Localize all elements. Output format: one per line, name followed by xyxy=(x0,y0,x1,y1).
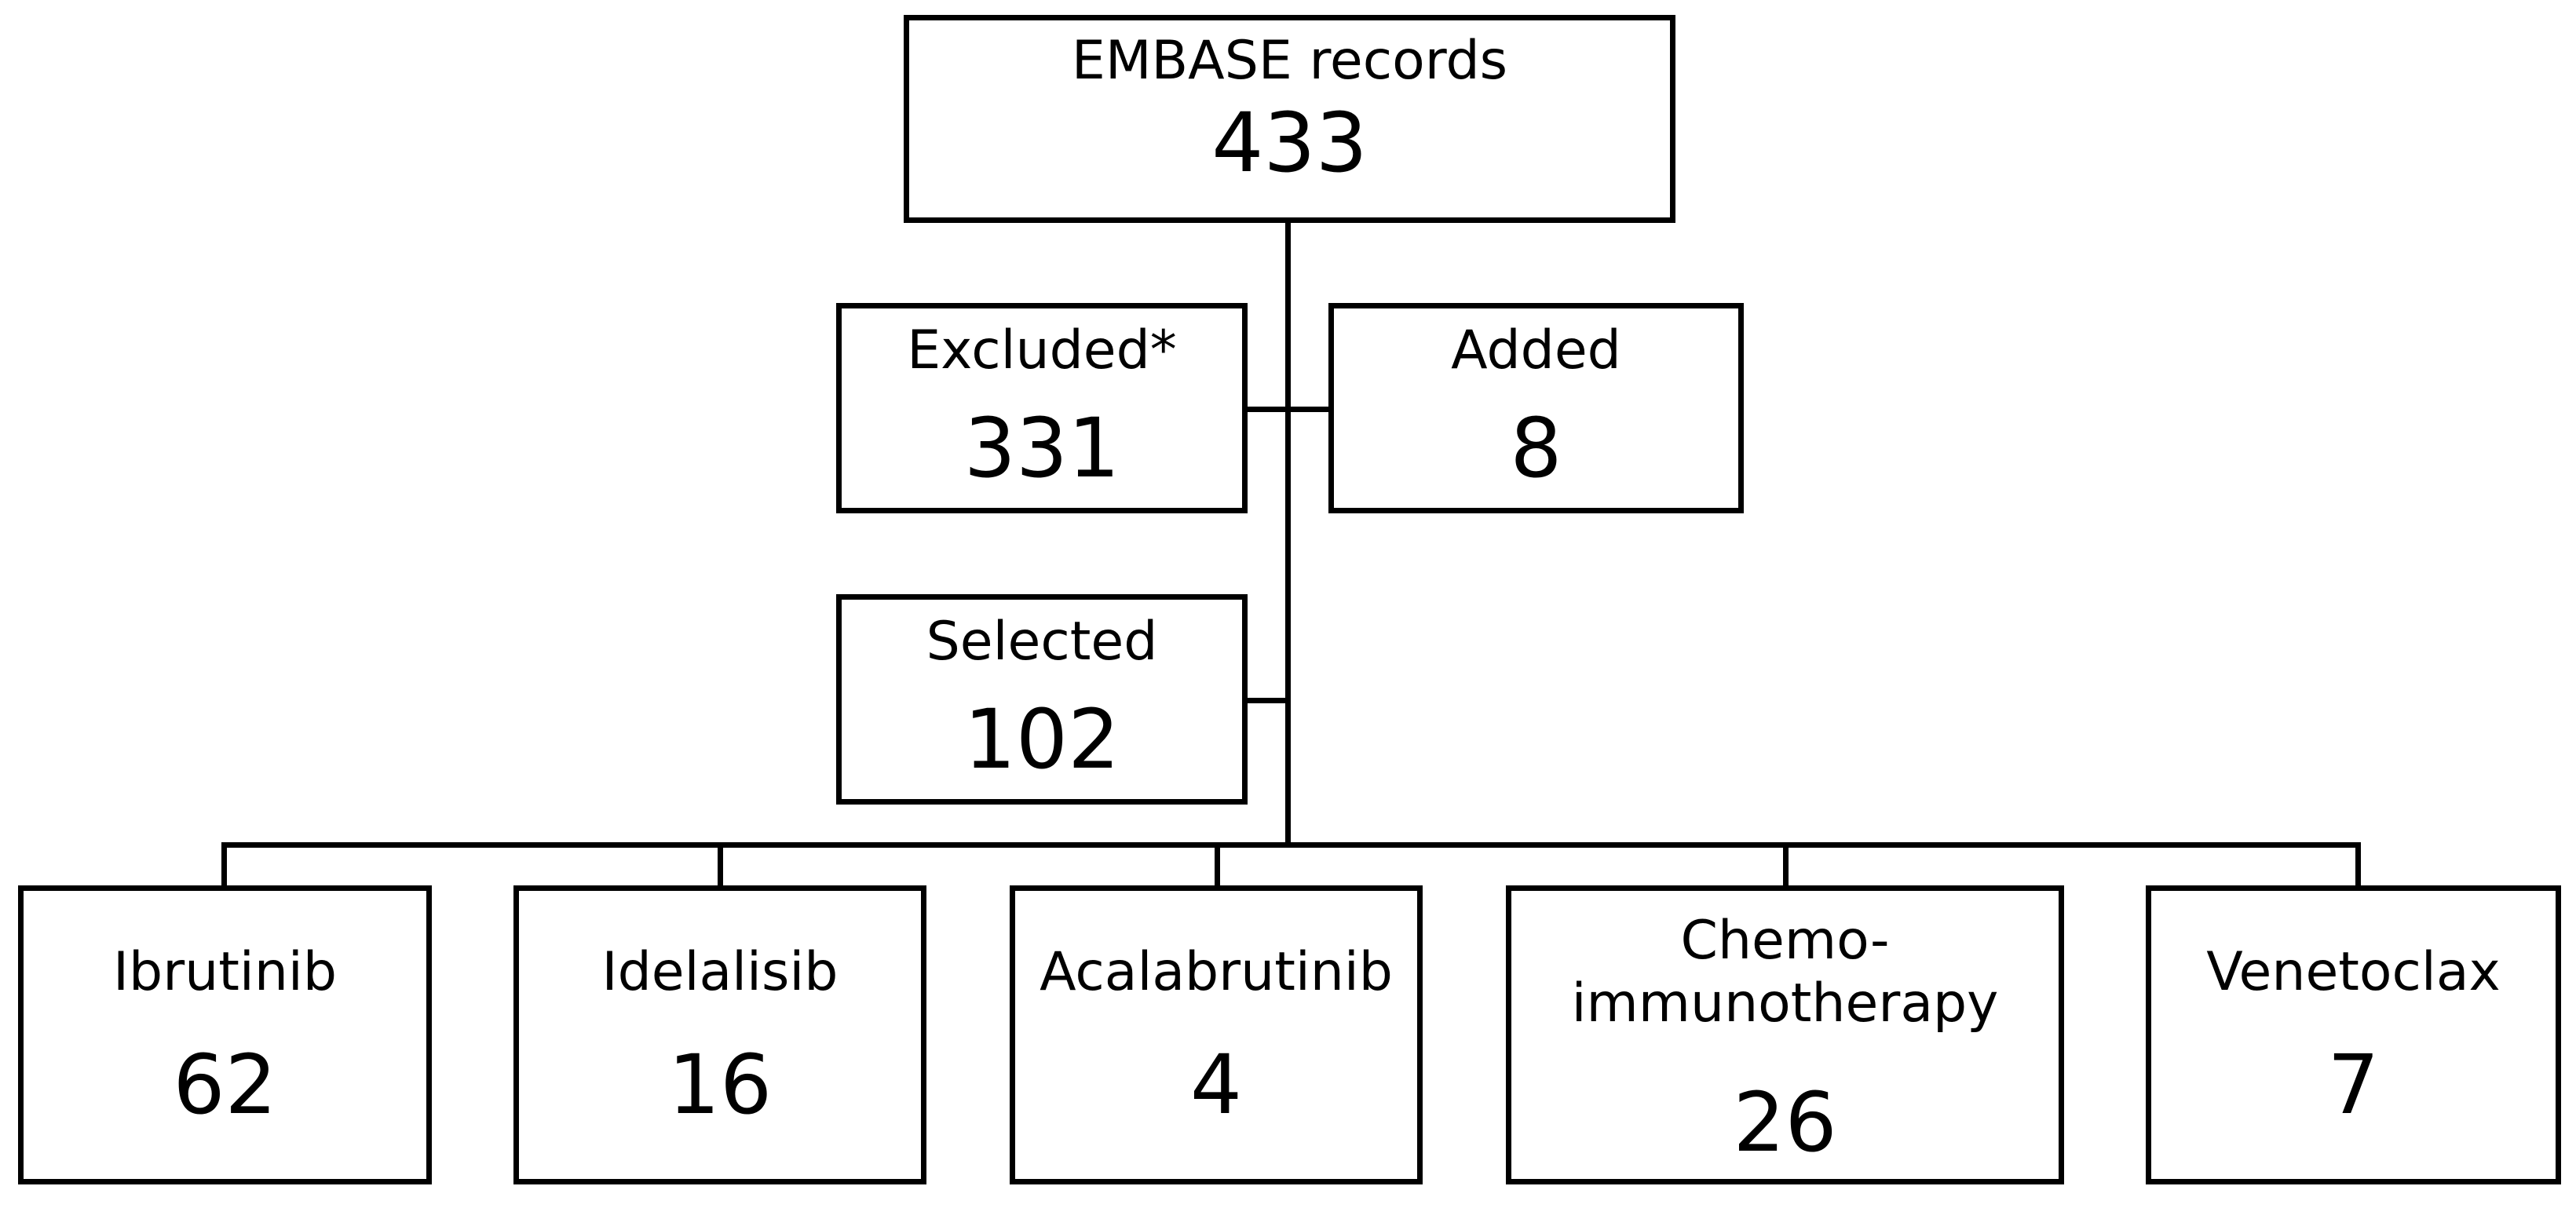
added-label: Added xyxy=(1451,319,1621,381)
branch-idelalisib xyxy=(718,842,723,889)
trunk-line xyxy=(1285,221,1291,845)
excluded-label: Excluded* xyxy=(907,319,1177,381)
venetoclax-label: Venetoclax xyxy=(2206,941,2501,1003)
selected-count: 102 xyxy=(963,692,1120,787)
ibrutinib-box: Ibrutinib 62 xyxy=(18,885,432,1184)
selected-label: Selected xyxy=(926,611,1158,673)
selected-connector xyxy=(1245,698,1288,703)
ibrutinib-count: 62 xyxy=(173,1037,277,1133)
venetoclax-count: 7 xyxy=(2327,1037,2380,1133)
acalabrutinib-count: 4 xyxy=(1189,1037,1243,1133)
chemo-immunotherapy-label-line1: Chemo- xyxy=(1680,910,1890,972)
added-count: 8 xyxy=(1510,400,1562,496)
excluded-added-connector xyxy=(1245,407,1332,412)
idelalisib-count: 16 xyxy=(667,1037,773,1133)
selected-box: Selected 102 xyxy=(836,594,1248,805)
branch-venetoclax xyxy=(2355,842,2361,889)
excluded-count: 331 xyxy=(963,400,1120,496)
chemo-immunotherapy-box: Chemo- immunotherapy 26 xyxy=(1506,885,2064,1184)
branch-ibrutinib xyxy=(221,842,227,889)
embase-records-box: EMBASE records 433 xyxy=(904,15,1675,223)
idelalisib-box: Idelalisib 16 xyxy=(513,885,926,1184)
embase-records-label: EMBASE records xyxy=(1071,30,1508,92)
venetoclax-box: Venetoclax 7 xyxy=(2146,885,2561,1184)
added-box: Added 8 xyxy=(1328,303,1744,513)
idelalisib-label: Idelalisib xyxy=(601,941,839,1003)
branch-acalabrutinib xyxy=(1215,842,1220,889)
embase-records-count: 433 xyxy=(1211,95,1368,191)
chemo-immunotherapy-label-line2: immunotherapy xyxy=(1571,973,1999,1035)
acalabrutinib-label: Acalabrutinib xyxy=(1040,941,1393,1003)
chemo-immunotherapy-count: 26 xyxy=(1733,1075,1837,1170)
excluded-box: Excluded* 331 xyxy=(836,303,1248,513)
branch-chemo xyxy=(1783,842,1789,889)
ibrutinib-label: Ibrutinib xyxy=(113,941,337,1003)
branch-bar xyxy=(221,842,2361,848)
acalabrutinib-box: Acalabrutinib 4 xyxy=(1010,885,1423,1184)
